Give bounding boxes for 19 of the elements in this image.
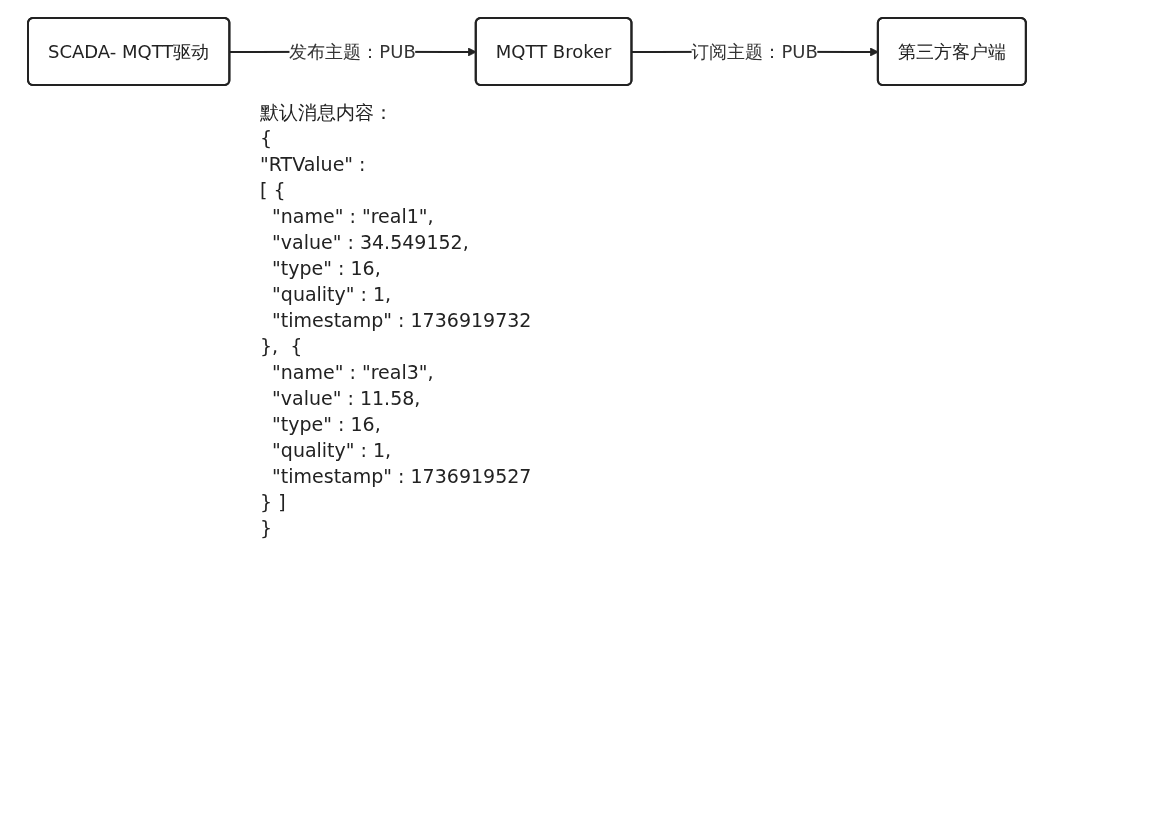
- code-text: "value" : 11.58,: [271, 386, 421, 411]
- code-text: }: [260, 516, 273, 541]
- code-text: } ]: [260, 490, 286, 515]
- edge-label: 订阅主题：PUB: [691, 41, 818, 62]
- code-text: "timestamp" : 1736919732: [271, 308, 532, 333]
- code-text: "timestamp" : 1736919527: [271, 464, 532, 489]
- code-text: "type" : 16,: [271, 412, 381, 437]
- code-text: "value" : 34.549152,: [271, 230, 469, 255]
- code-text: "name" : "real3",: [271, 360, 434, 385]
- code-text: 默认消息内容：: [260, 100, 393, 125]
- code-text: "type" : 16,: [271, 256, 381, 281]
- code-text: [ {: [260, 178, 286, 203]
- code-text: "quality" : 1,: [271, 438, 392, 463]
- code-text: "quality" : 1,: [271, 282, 392, 307]
- edge-label: 发布主题：PUB: [289, 41, 416, 62]
- code-text: }, {: [260, 334, 303, 359]
- code-text: "RTValue" :: [260, 152, 366, 177]
- code-text: {: [260, 126, 273, 151]
- code-text: "name" : "real1",: [271, 204, 434, 229]
